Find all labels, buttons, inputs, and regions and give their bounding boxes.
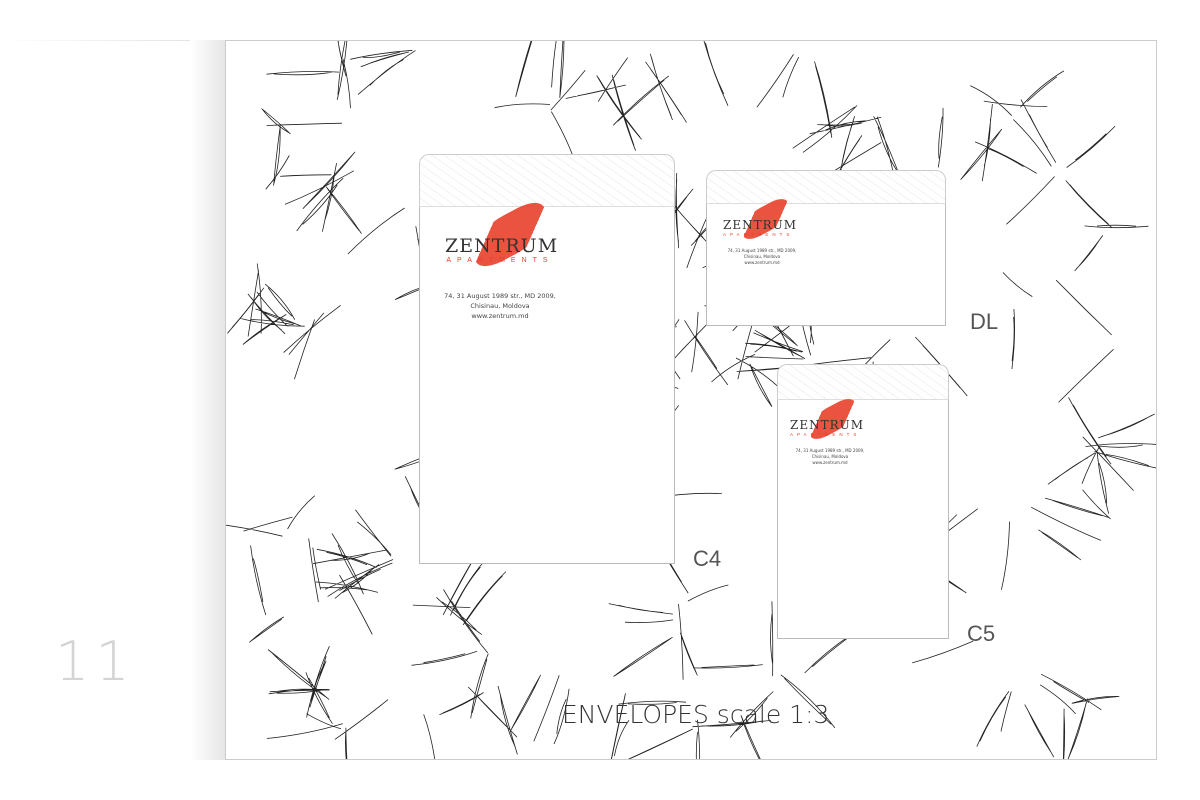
- zentrum-logo: ZENTRUM APARTMENTS: [445, 193, 557, 276]
- crack-lines: [226, 41, 1156, 759]
- page-title: ENVELOPES scale 1:3: [562, 700, 830, 729]
- page-gutter-shadow: [190, 40, 225, 760]
- envelope-label-c5: C5: [967, 621, 996, 646]
- envelope-label-dl: DL: [970, 309, 999, 334]
- envelopes-panel: ZENTRUM APARTMENTS 74, 31 August 1989 st…: [225, 40, 1157, 760]
- envelope-c5: ZENTRUM APARTMENTS 74, 31 August 1989 st…: [777, 364, 949, 639]
- envelope-label-c4: C4: [693, 546, 722, 571]
- envelope-c4: ZENTRUM APARTMENTS 74, 31 August 1989 st…: [419, 154, 675, 564]
- address-block: 74, 31 August 1989 str., MD 2009, Chisin…: [795, 448, 865, 465]
- address-block: 74, 31 August 1989 str., MD 2009, Chisin…: [727, 248, 797, 265]
- envelope-flap: [419, 154, 675, 207]
- zentrum-logo: ZENTRUM APARTMENTS: [790, 393, 863, 445]
- address-block: 74, 31 August 1989 str., MD 2009, Chisin…: [444, 292, 556, 320]
- envelope-dl: ZENTRUM APARTMENTS 74, 31 August 1989 st…: [706, 170, 946, 326]
- envelope-flap: [706, 170, 946, 204]
- page-number: 11: [55, 630, 136, 693]
- zentrum-logo: ZENTRUM APARTMENTS: [723, 193, 796, 245]
- line-art-background: [226, 41, 1156, 759]
- envelope-flap: [777, 364, 949, 400]
